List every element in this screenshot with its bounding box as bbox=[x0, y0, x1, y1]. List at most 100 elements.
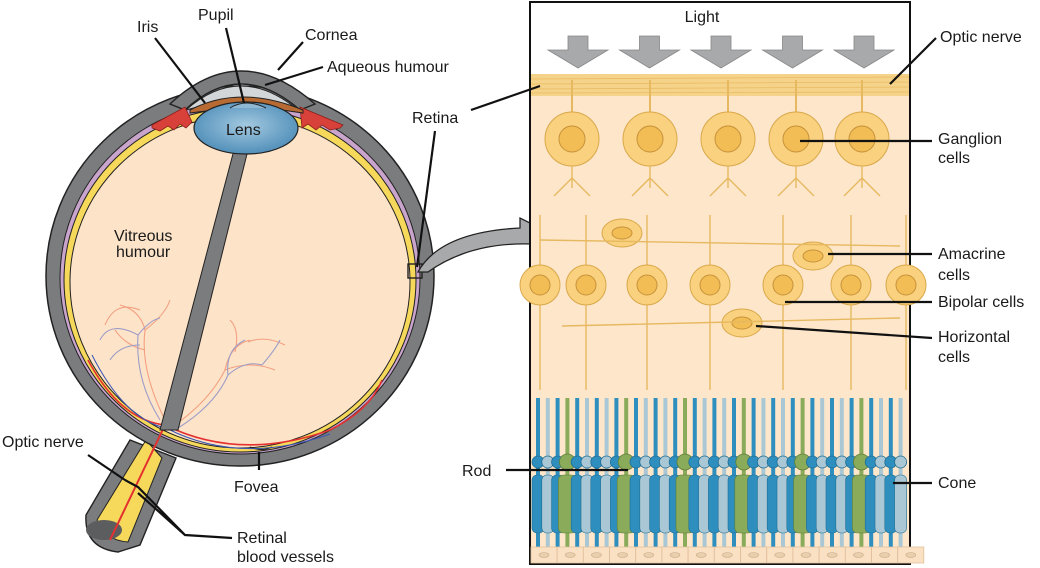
pigment-epithelium bbox=[530, 546, 925, 564]
ciliary-body-left bbox=[151, 106, 193, 132]
photoreceptor-layer bbox=[531, 398, 907, 548]
label-cornea: Cornea bbox=[305, 27, 358, 44]
ganglion-nucleus bbox=[558, 125, 586, 153]
epithelium-nucleus bbox=[826, 552, 838, 558]
rod-cell bbox=[683, 398, 687, 548]
label-horizontal-2: cells bbox=[938, 349, 970, 366]
light-arrow-icon bbox=[761, 35, 824, 69]
light-arrow-icon bbox=[546, 35, 610, 69]
cone-cell bbox=[839, 398, 844, 548]
label-vitreous-2: humour bbox=[116, 244, 171, 261]
cone-cell bbox=[820, 398, 825, 548]
epithelium-nucleus bbox=[564, 552, 576, 558]
ganglion-cells bbox=[544, 80, 890, 197]
cone-cell bbox=[790, 398, 795, 548]
bipolar-nucleus bbox=[529, 274, 551, 296]
ganglion-nucleus bbox=[636, 125, 664, 153]
rod-cell bbox=[565, 398, 570, 548]
rod-cell bbox=[859, 398, 864, 548]
vessel-branches bbox=[99, 299, 286, 429]
bipolar-nucleus bbox=[699, 274, 721, 296]
label-amacrine-1: Amacrine bbox=[938, 246, 1006, 263]
label-optic-nerve-detail: Optic nerve bbox=[940, 29, 1022, 46]
cone-cell bbox=[810, 398, 815, 548]
epithelium-nucleus bbox=[669, 552, 681, 558]
epithelium-nucleus bbox=[879, 552, 890, 558]
label-fovea: Fovea bbox=[234, 479, 279, 496]
epithelium-nucleus bbox=[748, 552, 759, 558]
ganglion-dendrite bbox=[553, 166, 591, 197]
cone-cell bbox=[634, 398, 638, 548]
label-ganglion-2: cells bbox=[938, 150, 970, 167]
cone-cell bbox=[692, 398, 697, 548]
cone-cell bbox=[575, 398, 580, 548]
cone-segment bbox=[894, 474, 907, 534]
cone-cell bbox=[722, 398, 727, 548]
ganglion-dendrite bbox=[631, 166, 669, 197]
epithelium-nucleus bbox=[695, 552, 707, 558]
cone-cell bbox=[585, 398, 589, 548]
cone-cell bbox=[898, 398, 903, 548]
light-arrow-icon bbox=[832, 35, 896, 69]
lens bbox=[193, 101, 299, 155]
label-aqueous-humour: Aqueous humour bbox=[327, 59, 450, 76]
label-retinal-vessels-1: Retinal bbox=[237, 530, 287, 547]
label-lens: Lens bbox=[226, 122, 261, 139]
cone-cell bbox=[653, 398, 658, 548]
cone-cell bbox=[849, 398, 854, 548]
bipolar-nucleus bbox=[772, 274, 794, 296]
cone-cell bbox=[702, 398, 707, 548]
cone-cell bbox=[761, 398, 766, 548]
label-pupil: Pupil bbox=[198, 7, 234, 24]
nerve-fiber-layer bbox=[531, 74, 909, 96]
light-arrow-icon bbox=[618, 35, 681, 69]
ganglion-nucleus bbox=[782, 125, 810, 153]
ciliary-body-right bbox=[299, 106, 344, 131]
cone-cell bbox=[869, 398, 874, 548]
leader-lines bbox=[87, 27, 937, 540]
epithelium-nucleus bbox=[643, 552, 655, 558]
rod-cell bbox=[800, 398, 805, 548]
bipolar-nucleus bbox=[575, 274, 597, 296]
cone-cell bbox=[830, 398, 834, 548]
cone-cell bbox=[663, 398, 668, 548]
ganglion-nucleus bbox=[714, 125, 742, 153]
lens-front bbox=[229, 102, 267, 109]
retinal-vessel-blue bbox=[91, 354, 331, 450]
epithelium-nucleus bbox=[774, 552, 786, 558]
cone-cell bbox=[879, 398, 883, 548]
cone-cell bbox=[604, 398, 609, 548]
bipolar-nucleus bbox=[636, 274, 658, 296]
bipolar-cell-row bbox=[519, 215, 927, 390]
optic-vessel bbox=[109, 424, 166, 541]
label-iris: Iris bbox=[137, 19, 158, 36]
cone-cell bbox=[643, 398, 648, 548]
label-light: Light bbox=[685, 9, 720, 26]
cone-cell bbox=[536, 398, 540, 548]
label-ganglion-1: Ganglion bbox=[938, 131, 1002, 148]
label-retinal-vessels-2: blood vessels bbox=[237, 549, 334, 566]
cone-cell bbox=[555, 398, 560, 548]
cone-cell bbox=[614, 398, 619, 548]
light-arrows bbox=[546, 35, 896, 69]
epithelium-nucleus bbox=[591, 552, 602, 558]
ganglion-nucleus bbox=[848, 125, 876, 153]
ganglion-dendrite bbox=[777, 166, 815, 197]
magnify-arrow bbox=[416, 216, 549, 273]
rod-cell bbox=[741, 398, 746, 548]
bipolar-nucleus bbox=[895, 274, 917, 296]
retina-detail-panel bbox=[519, 1, 927, 565]
cone-cell bbox=[594, 398, 599, 548]
cone-cell bbox=[545, 398, 550, 548]
eye-cross-section bbox=[45, 70, 435, 553]
epithelium-nucleus bbox=[905, 552, 917, 558]
optic-nerve-cut bbox=[86, 520, 122, 540]
cone-nucleus bbox=[894, 455, 907, 469]
label-vitreous-1: Vitreous bbox=[114, 228, 172, 245]
cone-cell bbox=[712, 398, 717, 548]
cone-cell bbox=[771, 398, 776, 548]
epithelium-nucleus bbox=[800, 552, 812, 558]
label-optic-nerve-eye: Optic nerve bbox=[2, 434, 84, 451]
light-arrow-icon bbox=[689, 35, 753, 69]
